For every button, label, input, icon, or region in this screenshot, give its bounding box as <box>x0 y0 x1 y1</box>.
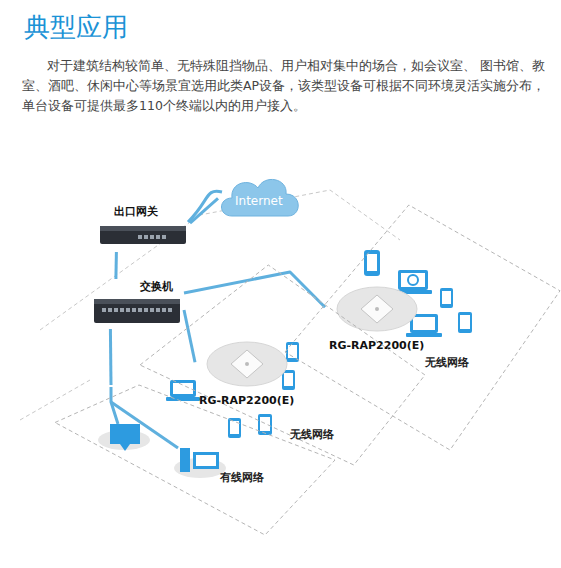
device-port <box>120 308 124 312</box>
gateway-device: 出口网关 <box>98 204 190 252</box>
tv-icon <box>110 424 140 444</box>
network-link <box>190 198 218 223</box>
device-port <box>156 235 160 239</box>
device-port <box>162 308 166 312</box>
region-outline <box>140 265 425 465</box>
laptop-icon <box>170 380 196 397</box>
uplink-curve <box>188 191 222 222</box>
node-shape <box>285 205 560 450</box>
pc-tower <box>180 448 190 472</box>
device-port <box>156 308 160 312</box>
laptop-base <box>406 333 442 337</box>
page-title: 典型应用 <box>24 10 128 45</box>
browser-icon <box>408 275 418 285</box>
node-label: RG-RAP2200(E) <box>199 394 294 407</box>
switch-device: 交换机 <box>92 279 184 329</box>
access-point: RG-RAP2200(E) <box>195 340 299 414</box>
device-port <box>150 235 154 239</box>
ap-led <box>375 307 379 311</box>
ap-body <box>361 295 393 323</box>
device-port <box>126 308 130 312</box>
cloud-shape <box>222 179 299 216</box>
device-port <box>114 308 118 312</box>
phone-icon <box>228 418 241 438</box>
phone-screen <box>442 291 451 304</box>
ap-body <box>231 350 263 378</box>
node-label: 无线网络 <box>290 427 334 442</box>
node-label: 出口网关 <box>114 204 158 219</box>
network-link <box>109 329 113 385</box>
node-label: 有线网络 <box>220 470 264 485</box>
region-outline <box>285 205 560 450</box>
network-region: 无线网络 RG-RAP2200(E) <box>140 265 425 465</box>
network-region: 无线网络RG-RAP2200(E) <box>285 205 560 450</box>
laptop-screen <box>173 383 193 394</box>
network-link <box>184 310 195 362</box>
tv-stand <box>120 444 130 451</box>
pc-screen <box>196 455 216 466</box>
device-port <box>138 308 142 312</box>
laptop-icon <box>398 270 428 290</box>
node-label: Internet <box>235 194 283 208</box>
network-region: 有线网络 <box>55 385 335 535</box>
device-port <box>132 308 136 312</box>
ap-base <box>207 342 287 386</box>
intro-paragraph: 对于建筑结构较简单、无特殊阻挡物品、用户相对集中的场合，如会议室、 图书馆、教室… <box>22 56 557 116</box>
tablet-icon <box>258 414 272 435</box>
node-label: 无线网络 <box>425 355 469 370</box>
device-port <box>162 235 166 239</box>
ap-led <box>245 362 249 366</box>
device-face <box>100 226 186 231</box>
laptop-screen <box>413 317 435 330</box>
tablet-icon <box>458 312 472 333</box>
device-port <box>108 308 112 312</box>
device-port <box>150 308 154 312</box>
device-port <box>168 308 172 312</box>
access-point: RG-RAP2200(E) <box>325 285 429 359</box>
phone-icon <box>440 288 453 308</box>
device-body <box>94 299 180 323</box>
pc-monitor <box>193 452 219 469</box>
tablet-screen <box>460 315 470 329</box>
tablet-screen <box>260 417 270 431</box>
device-port <box>144 308 148 312</box>
laptop-screen <box>401 273 425 287</box>
region-outline <box>55 385 335 535</box>
phone-icon <box>364 250 380 276</box>
phone-screen <box>284 373 293 386</box>
internet-cloud: Internet <box>218 172 300 220</box>
ap-base <box>337 287 417 331</box>
node-shape <box>55 385 335 535</box>
node-label: 交换机 <box>140 279 173 294</box>
client-devices <box>98 250 472 478</box>
phone-screen <box>367 254 377 271</box>
device-port <box>102 308 106 312</box>
device-port <box>138 235 142 239</box>
device-port <box>144 235 148 239</box>
dashed-line <box>20 380 90 420</box>
device-body <box>100 226 186 244</box>
device-face <box>94 299 180 304</box>
network-link <box>114 252 118 279</box>
